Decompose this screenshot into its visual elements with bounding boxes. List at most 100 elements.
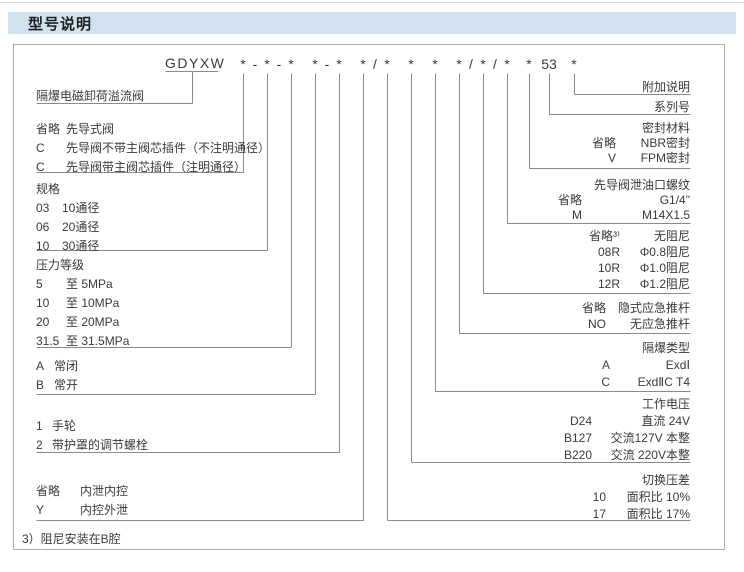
code-star: * — [384, 56, 390, 72]
code-separator: / — [469, 56, 473, 72]
label-row: 10 30通径 — [36, 237, 99, 256]
code-value: 2 — [36, 438, 43, 452]
right-group-additional-note: 附加说明 — [626, 80, 690, 94]
code-meaning: Φ0.8阻尼 — [639, 245, 690, 259]
code-meaning: 10通径 — [62, 201, 100, 215]
code-meaning: ExdⅡC T4 — [637, 375, 690, 389]
code-value: Y — [36, 503, 45, 517]
label-row: A 常闭 — [36, 357, 78, 376]
code-meaning: 常开 — [54, 378, 79, 392]
code-star: * — [336, 56, 342, 72]
code-value: 06 — [36, 220, 50, 234]
code-value: 12R — [597, 277, 620, 291]
code-meaning: 至 5MPa — [66, 277, 113, 291]
label-row: B 常开 — [36, 376, 78, 395]
code-value: D24 — [569, 414, 592, 428]
code-meaning: 切换压差 — [641, 473, 690, 487]
code-value: 17 — [592, 507, 606, 521]
code-meaning: 至 20MPa — [66, 315, 120, 329]
label-row: 省略隐式应急推杆 — [582, 300, 690, 316]
right-group-series-number: 系列号 — [636, 100, 690, 114]
code-value: NO — [588, 317, 606, 331]
code-star: * — [480, 56, 486, 72]
label-row: B127 交流127V 本整 — [564, 430, 690, 447]
section-header: 型号说明 — [8, 12, 736, 34]
code-meaning: 先导阀泄油口螺纹 — [593, 178, 690, 192]
page-top-rule — [0, 2, 744, 3]
code-value: B — [36, 378, 45, 392]
code-star: * — [288, 56, 294, 72]
left-group-normal-state: A 常闭 B 常开 — [36, 357, 78, 395]
diagram-frame — [13, 44, 725, 550]
code-separator: - — [276, 56, 282, 72]
label-row: D24 直流 24V — [564, 413, 690, 430]
label-row: 压力等级 — [36, 256, 129, 275]
code-separator: - — [252, 56, 258, 72]
code-value: V — [607, 151, 616, 165]
code-meaning: 至 31.5MPa — [66, 334, 130, 348]
code-meaning: 交流127V 本整 — [610, 431, 690, 445]
code-star: * — [240, 56, 246, 72]
code-value: 省略³⁾ — [589, 229, 620, 243]
label-row: 省略内泄内控 — [36, 482, 128, 501]
code-meaning: M14X1.5 — [641, 208, 690, 222]
label-row: A ExdⅠ — [601, 357, 690, 374]
label-row: 省略³⁾ 无阻尼 — [589, 228, 690, 244]
code-value: B127 — [563, 431, 592, 445]
code-meaning: 隔爆类型 — [641, 341, 690, 355]
code-meaning: 规格 — [36, 182, 61, 196]
left-group-drain-control: 省略内泄内控 Y 内控外泄 — [36, 482, 128, 520]
label-row: 切换压差 — [593, 472, 690, 489]
code-value: C — [36, 160, 45, 174]
code-value: 省略 — [36, 122, 61, 136]
code-separator: - — [324, 56, 330, 72]
code-meaning: ExdⅠ — [665, 358, 690, 372]
left-group-valve-name: 隔爆电磁卸荷溢流阀 — [36, 87, 144, 106]
code-value: 省略 — [557, 193, 582, 207]
code-value: A — [36, 359, 45, 373]
code-meaning: 内控外泄 — [80, 503, 129, 517]
label-row: 省略 G1/4" — [558, 193, 690, 208]
code-value: A — [601, 358, 610, 372]
code-meaning: 30通径 — [62, 239, 100, 253]
code-meaning: 先导式阀 — [66, 122, 115, 136]
code-value: 10 — [36, 239, 50, 253]
code-meaning: 直流 24V — [641, 414, 690, 428]
code-meaning: 常闭 — [54, 359, 79, 373]
code-star: * — [526, 56, 532, 72]
label-row: 规格 — [36, 180, 99, 199]
code-value: 省略 — [581, 301, 606, 315]
code-star: * — [408, 56, 414, 72]
code-meaning: 无阻尼 — [653, 229, 690, 243]
label-row: 系列号 — [636, 100, 690, 114]
code-meaning: 手轮 — [52, 419, 77, 433]
code-meaning: 20通径 — [62, 220, 100, 234]
code-value: 31.5 — [36, 334, 60, 348]
code-value: B220 — [563, 448, 592, 462]
code-meaning: FPM密封 — [640, 151, 690, 165]
label-row: 密封材料 — [592, 121, 690, 136]
code-separator: / — [493, 56, 497, 72]
code-meaning: G1/4" — [659, 193, 690, 207]
code-meaning: 附加说明 — [641, 80, 690, 94]
